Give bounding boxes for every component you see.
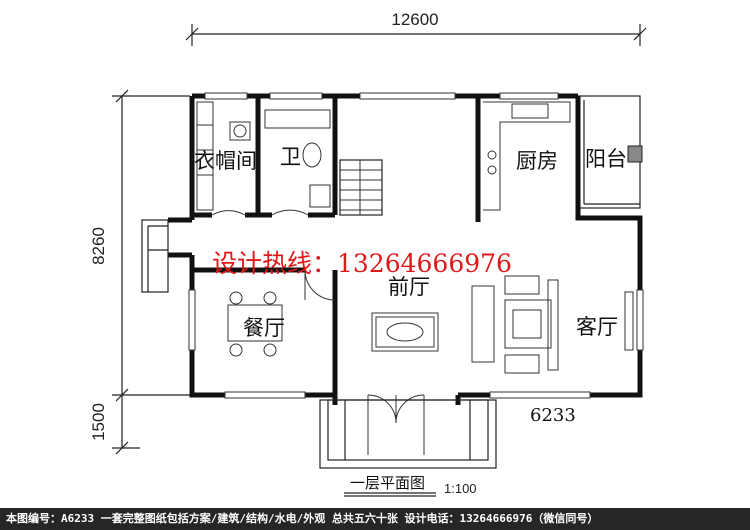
drawing-title: 一层平面图	[350, 474, 425, 492]
kitchen-sink-icon	[511, 103, 549, 119]
dimension-top: 12600	[185, 10, 647, 46]
dimension-left-label: 8260	[89, 227, 108, 265]
tv-cabinet-icon	[624, 291, 634, 351]
room-label-foyer: 前厅	[388, 275, 430, 299]
balcony-sink-icon	[627, 145, 643, 163]
porch	[319, 399, 497, 469]
room-label-dining: 餐厅	[243, 316, 285, 340]
drawing-scale: 1:100	[444, 481, 477, 496]
room-label-bathroom: 卫	[280, 145, 301, 169]
bathroom-fixtures	[264, 109, 331, 208]
dimension-top-label: 12600	[391, 10, 438, 29]
coffee-table-icon	[504, 299, 552, 349]
plan-code: 6233	[530, 405, 576, 426]
dining-table	[227, 291, 283, 357]
washing-machine-icon	[229, 121, 251, 141]
room-label-kitchen: 厨房	[516, 149, 558, 173]
foyer-rug	[371, 312, 439, 352]
room-label-balcony: 阳台	[585, 147, 627, 171]
windows	[188, 92, 644, 399]
doors	[211, 209, 425, 455]
toilet-icon	[302, 142, 322, 168]
kitchen-fixtures	[483, 101, 571, 211]
staircase	[339, 159, 383, 216]
dimension-left: 8260 1500	[89, 89, 190, 455]
design-hotline: 设计热线：13264666976	[212, 249, 512, 278]
dimension-porch-label: 1500	[89, 403, 108, 441]
room-label-living: 客厅	[576, 315, 618, 339]
sofa-icon	[471, 285, 495, 363]
living-sofa-set	[471, 275, 634, 374]
side-steps	[141, 219, 169, 293]
sink-icon	[309, 184, 331, 208]
room-label-cloakroom: 衣帽间	[194, 149, 257, 173]
stove-icon	[487, 150, 497, 160]
cloakroom-fixtures	[196, 101, 251, 211]
footer-banner: 本图编号：A6233 一套完整图纸包括方案/建筑/结构/水电/外观 总共五六十张…	[0, 508, 750, 530]
